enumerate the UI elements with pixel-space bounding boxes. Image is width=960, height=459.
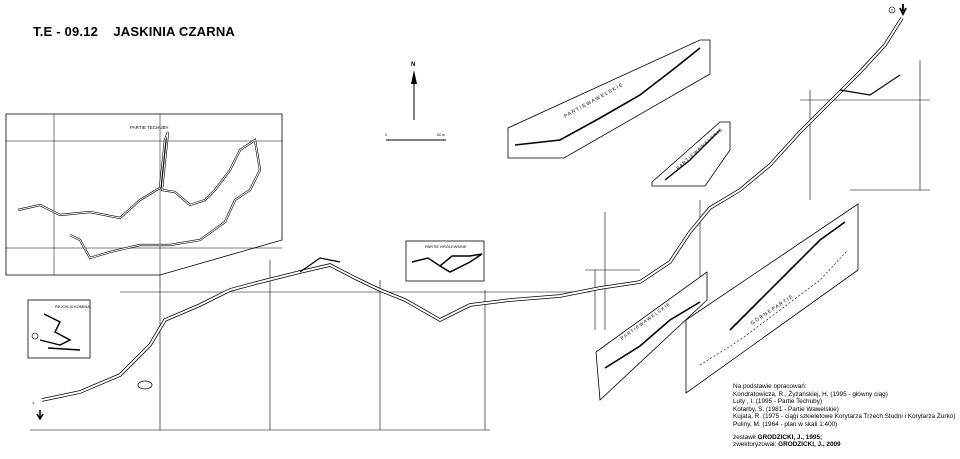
scale-end: 50 m xyxy=(437,133,445,137)
north-arrow: N xyxy=(411,62,417,120)
grid-lines xyxy=(30,60,930,431)
entrance-3-label: 3 xyxy=(891,8,894,13)
scale-start: 0 xyxy=(385,133,387,137)
krolewskie-inset: PARTIE KRÓLEWSKIE xyxy=(405,240,485,282)
credits-block: Na podstawie opracowań: Kondratowicza, R… xyxy=(733,383,955,449)
komin-inset: REJON III KOMINA xyxy=(27,299,91,359)
credit-source: Kujata, R. (1975 - ciągi szkieletowe Kor… xyxy=(733,413,956,421)
credits-heading: Na podstawie opracowań: xyxy=(733,383,807,390)
entrance-1-label: 1 xyxy=(32,400,35,405)
credit-source: Kotarby, S. (1981 - Partie Wawelskie) xyxy=(733,405,839,413)
gorne-panel: G Ó R N E P A R T I E xyxy=(685,203,859,394)
map-code: T.E - 09.12 xyxy=(33,24,99,39)
vectorized-line: zwektoryzował: GRODZICKI, J., 2009 xyxy=(733,441,955,449)
scale-bar: 0 50 m xyxy=(385,133,446,141)
map-title: T.E - 09.12 JASKINIA CZARNA xyxy=(33,24,235,39)
north-label: N xyxy=(411,62,415,68)
cave-name: JASKINIA CZARNA xyxy=(113,24,236,39)
compiled-prefix: zestawił xyxy=(733,433,756,441)
techuby-label: PARTIE TECHUBY xyxy=(130,125,169,130)
entrance-markers: 1 3 xyxy=(32,4,907,421)
compiled-by: GRODZICKI, J., 1995; xyxy=(757,433,823,441)
compiled-line: zestawił GRODZICKI, J., 1995; xyxy=(733,434,955,442)
komin-label: REJON III KOMINA xyxy=(55,304,90,309)
vectorized-by: GRODZICKI, J., 2009 xyxy=(778,441,841,449)
vectorized-prefix: zwektoryzował: xyxy=(733,441,777,449)
wawelskie-top-panel: P A R T I E W A W E L S K I E xyxy=(507,39,711,159)
wawelskie-mid-panel: P A R T I E W A W E L S K I E xyxy=(651,121,731,187)
techuby-inset: PARTIE TECHUBY xyxy=(5,113,283,276)
credit-source: Puliny, M. (1964 - plan w skali 1:400) xyxy=(733,420,838,428)
credit-source: Luty , I. (1995 - Partie Techuby) xyxy=(733,398,823,406)
krolewskie-label: PARTIE KRÓLEWSKIE xyxy=(425,244,467,249)
credit-source: Kondratowicza, R., Żyżańskiej, H. (1995 … xyxy=(733,390,888,398)
